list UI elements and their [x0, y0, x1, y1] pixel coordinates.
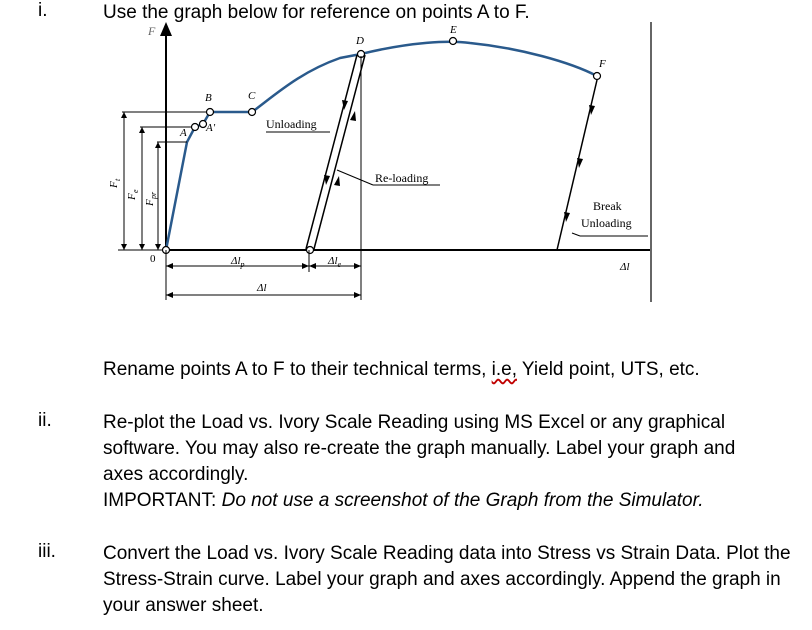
- svg-text:F: F: [126, 193, 138, 201]
- point-a-prime: [198, 119, 208, 129]
- dlp-arrow-left: [166, 263, 173, 269]
- dle-arrow-right: [354, 263, 361, 269]
- unloading-arrow-1: [342, 100, 348, 110]
- dl-axis-label: Δl: [619, 261, 630, 273]
- q2-line-3: axes accordingly.: [103, 464, 249, 485]
- dle-label: Δle: [327, 255, 342, 269]
- question-number-2: ii.: [38, 410, 52, 431]
- unloading-label: Unloading: [266, 117, 317, 131]
- point-b-label: B: [205, 92, 212, 104]
- point-unload-end: [305, 245, 315, 255]
- rename-text-end: Yield point, UTS, etc.: [517, 359, 700, 380]
- load-extension-graph: F 0 F t F e F pr A A' B C D E F: [108, 22, 652, 302]
- point-d-label: D: [355, 35, 364, 47]
- point-a-prime-label: A': [205, 122, 216, 134]
- fe-bar-arrow-bottom: [139, 244, 145, 250]
- question-1-rename: Rename points A to F to their technical …: [103, 357, 808, 383]
- q2-important: IMPORTANT: Do not use a screenshot of th…: [103, 488, 808, 514]
- ft-label: F t: [108, 178, 122, 189]
- question-3-text: Convert the Load vs. Ivory Scale Reading…: [103, 541, 808, 619]
- svg-text:pr: pr: [149, 191, 158, 200]
- reloading-arrow-1: [350, 111, 356, 121]
- origin-label: 0: [150, 253, 156, 265]
- point-c: [247, 107, 257, 117]
- break-label: Break: [593, 199, 622, 213]
- q3-line-1: Convert the Load vs. Ivory Scale Reading…: [103, 543, 791, 564]
- break-arrow-1: [589, 105, 595, 115]
- reloading-arrow-2: [334, 176, 340, 186]
- question-number-1: i.: [38, 0, 48, 21]
- question-1-instruction: Use the graph below for reference on poi…: [103, 2, 530, 23]
- point-a: [190, 122, 200, 132]
- reloading-pointer: [336, 169, 374, 186]
- reloading-line: [313, 54, 366, 250]
- q2-line-2: software. You may also re-create the gra…: [103, 438, 736, 459]
- point-e: [448, 36, 458, 46]
- point-c-label: C: [248, 90, 256, 102]
- rename-text-ie: i.e,: [491, 359, 517, 380]
- rename-text-start: Rename points A to F to their technical …: [103, 359, 492, 380]
- y-axis-arrow: [160, 22, 172, 36]
- svg-text:F: F: [144, 199, 156, 207]
- dlp-arrow-right: [302, 263, 309, 269]
- point-e-label: E: [449, 24, 457, 36]
- question-number-3: iii.: [38, 541, 56, 562]
- break-arrow-3: [564, 212, 570, 222]
- important-text: Do not use a screenshot of the Graph fro…: [221, 490, 704, 511]
- point-f: [592, 71, 602, 81]
- question-2-text: Re-plot the Load vs. Ivory Scale Reading…: [103, 410, 808, 514]
- q3-line-3: your answer sheet.: [103, 595, 264, 616]
- break-arrow-2: [577, 158, 583, 168]
- unloading-arrow-2: [324, 175, 330, 185]
- svg-text:t: t: [113, 178, 122, 181]
- dl-total-label: Δl: [256, 282, 267, 294]
- ft-bar-arrow-bottom: [121, 244, 127, 250]
- unloading-line: [305, 54, 358, 250]
- fpr-bar-arrow-top: [155, 142, 161, 148]
- q3-line-2: Stress-Strain curve. Label your graph an…: [103, 569, 781, 590]
- q2-line-1: Re-plot the Load vs. Ivory Scale Reading…: [103, 412, 726, 433]
- dle-arrow-left: [309, 263, 316, 269]
- fe-bar-arrow-top: [139, 127, 145, 133]
- point-a-label: A: [179, 127, 187, 139]
- svg-text:F: F: [108, 181, 120, 189]
- ft-bar-arrow-top: [121, 112, 127, 118]
- dlp-label: Δlp: [230, 255, 245, 269]
- loading-curve: [164, 40, 598, 251]
- fe-label: F e: [126, 189, 140, 201]
- fpr-bar-arrow-bottom: [155, 244, 161, 250]
- point-b: [205, 107, 215, 117]
- break-pointer: [571, 232, 581, 237]
- important-label: IMPORTANT:: [103, 490, 222, 511]
- dl-total-arrow-left: [166, 292, 173, 298]
- fpr-label: F pr: [144, 191, 158, 207]
- break-unloading-label: Unloading: [581, 216, 632, 230]
- svg-text:e: e: [131, 189, 140, 193]
- reloading-label: Re-loading: [375, 171, 428, 185]
- point-f-label: F: [598, 58, 606, 70]
- dl-total-arrow-right: [354, 292, 361, 298]
- y-axis-label: F: [147, 24, 156, 38]
